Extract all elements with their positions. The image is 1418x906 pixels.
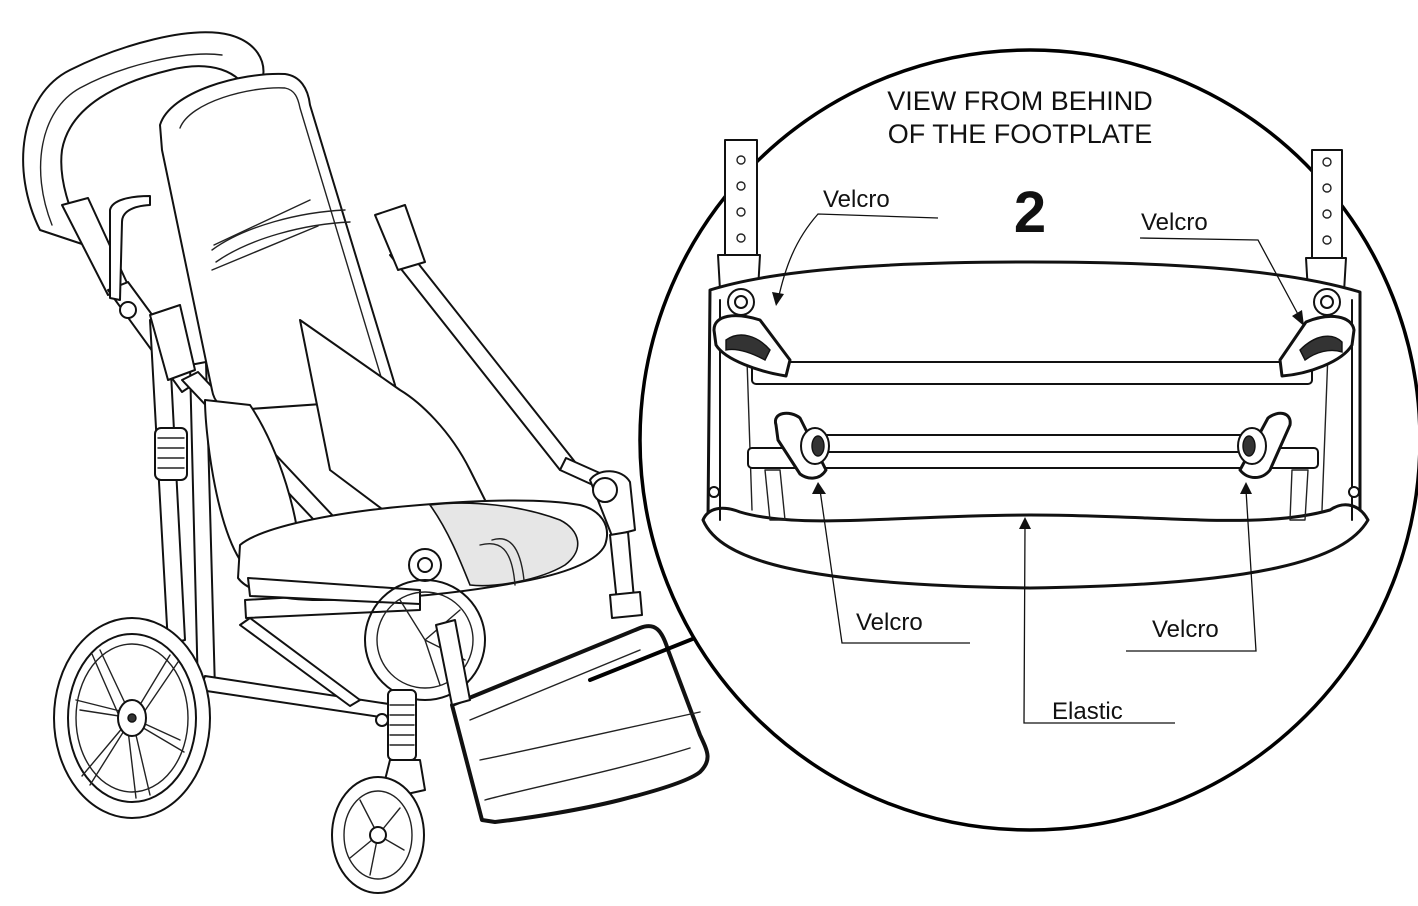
callout-connector bbox=[588, 630, 712, 682]
label-velcro-top-left: Velcro bbox=[823, 186, 890, 213]
right-post bbox=[1305, 149, 1347, 293]
label-leaders bbox=[772, 213, 1304, 724]
stroller-illustration bbox=[22, 31, 710, 894]
detail-title-line1: VIEW FROM BEHIND bbox=[887, 86, 1153, 116]
label-velcro-bottom-right: Velcro bbox=[1152, 616, 1219, 643]
middle-wheel bbox=[364, 579, 486, 701]
rear-wheel bbox=[53, 617, 211, 819]
step-number: 2 bbox=[1014, 180, 1046, 245]
detail-title-line2: OF THE FOOTPLATE bbox=[888, 119, 1153, 149]
front-caster bbox=[331, 689, 426, 894]
left-post bbox=[717, 139, 761, 291]
velcro-strap-upper-right bbox=[1278, 314, 1356, 378]
velcro-strap-lower-left bbox=[773, 411, 830, 480]
front-hinge bbox=[589, 470, 643, 619]
label-elastic: Elastic bbox=[1052, 698, 1123, 725]
seat-cushion bbox=[237, 499, 608, 605]
velcro-strap-upper-left bbox=[712, 314, 792, 378]
seat-backrest bbox=[159, 72, 496, 561]
upper-rod bbox=[751, 361, 1313, 385]
label-velcro-top-right: Velcro bbox=[1141, 209, 1208, 236]
footplate-rear-view bbox=[701, 260, 1370, 590]
footplate bbox=[435, 619, 710, 824]
label-velcro-bottom-left: Velcro bbox=[856, 609, 923, 636]
detail-view: VIEW FROM BEHIND OF THE FOOTPLATE 2 bbox=[638, 48, 1418, 832]
velcro-strap-lower-right bbox=[1237, 411, 1292, 479]
elastic-strap bbox=[799, 434, 1261, 453]
